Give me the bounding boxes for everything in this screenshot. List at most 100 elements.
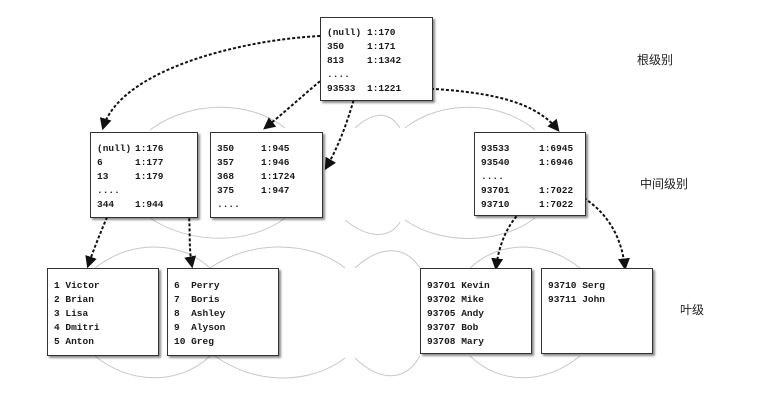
sibling-arc [469, 355, 581, 379]
page-pointer: 1:944 [135, 199, 164, 210]
index-row: 344 1:944 [97, 198, 164, 212]
sibling-links [94, 106, 581, 379]
index-row: 350 1:945 [217, 142, 290, 156]
leaf-row: 3 Lisa [54, 308, 89, 319]
sibling-arc [209, 246, 346, 269]
leaf-row: 7 Boris [174, 294, 220, 305]
page-pointer: 1:946 [261, 157, 290, 168]
sibling-arc [344, 219, 401, 235]
sibling-arc [354, 250, 421, 269]
index-row: 13 1:179 [97, 170, 164, 184]
pointer-arrow [491, 197, 541, 271]
leaf-row: 10 Greg [174, 336, 214, 347]
index-row: 375 1:947 [217, 184, 290, 198]
page-pointer: 1:1724 [261, 171, 296, 182]
index-key: 93533 [481, 143, 510, 154]
page-pointer: 1:1221 [367, 83, 402, 94]
sibling-arc [149, 106, 286, 131]
leaf-row: 93705 Andy [427, 308, 485, 319]
leaf-page: 1 Victor 2 Brian 3 Lisa 4 Dmitri 5 Anton [47, 268, 159, 356]
index-key: 93540 [481, 157, 510, 168]
index-row: 93701 1:7022 [481, 184, 573, 198]
index-key: 6 [97, 157, 103, 168]
index-row: 357 1:946 [217, 156, 290, 170]
index-key: 357 [217, 157, 235, 168]
page-pointer: 1:176 [135, 143, 164, 154]
sibling-arc [404, 217, 536, 239]
page-pointer: 1:177 [135, 157, 164, 168]
page-pointer: 1:170 [367, 27, 396, 38]
index-key: 13 [97, 171, 109, 182]
intermediate-level-label: 中间级别 [640, 177, 689, 191]
index-key: .... [97, 185, 120, 196]
pointer-arrow [99, 35, 321, 131]
index-row: 6 1:177 [97, 156, 164, 170]
index-key: (null) [97, 143, 132, 154]
index-row: 93533 1:1221 [327, 82, 401, 96]
leaf-page: 6 Perry 7 Boris 8 Ashley 9 Alyson 10 Gre… [167, 268, 279, 356]
page-pointer: 1:6945 [539, 143, 574, 154]
leaf-row: 1 Victor [54, 280, 100, 291]
index-key: (null) [327, 27, 362, 38]
index-row: .... [217, 198, 261, 212]
intermediate-page: 350 1:945 357 1:946 368 1:1724 375 1:947 ...… [210, 132, 323, 218]
index-key: 350 [217, 143, 235, 154]
leaf-row: 93707 Bob [427, 322, 479, 333]
root-level-label: 根级别 [637, 53, 674, 67]
pointer-arrow [583, 197, 630, 271]
leaf-page: 93701 Kevin 93702 Mike 93705 Andy 93707 … [420, 268, 532, 354]
leaf-row: 6 Perry [174, 280, 220, 291]
pointer-arrow [324, 61, 365, 171]
root-page: (null) 1:170 350 1:171 813 1:1342 .... 9353… [320, 17, 433, 101]
leaf-level-label: 叶级 [680, 303, 705, 317]
sibling-arc [94, 355, 211, 379]
leaf-row: 93701 Kevin [427, 280, 490, 291]
index-key: .... [327, 69, 350, 80]
leaf-row: 8 Ashley [174, 308, 226, 319]
sibling-arc [94, 246, 211, 269]
page-pointer: 1:7022 [539, 185, 574, 196]
leaf-row: 2 Brian [54, 294, 94, 305]
leaf-row: 9 Alyson [174, 322, 226, 333]
sibling-arc [404, 106, 536, 131]
index-row: .... [97, 184, 135, 198]
sibling-arc [354, 114, 401, 129]
index-key: 813 [327, 55, 345, 66]
page-pointer: 1:179 [135, 171, 164, 182]
leaf-row: 93711 John [548, 294, 606, 305]
intermediate-page: 93533 1:6945 93540 1:6946 .... 93701 1:7022… [474, 132, 586, 216]
leaf-page: 93710 Serg 93711 John [541, 268, 653, 354]
index-key: 368 [217, 171, 235, 182]
index-row: .... [327, 68, 367, 82]
index-key: .... [217, 199, 240, 210]
index-key: 93701 [481, 185, 510, 196]
leaf-row: 93708 Mary [427, 336, 485, 347]
page-pointer: 1:6946 [539, 157, 574, 168]
page-pointer: 1:1342 [367, 55, 402, 66]
page-pointer: 1:171 [367, 41, 396, 52]
index-row: 93540 1:6946 [481, 156, 573, 170]
sibling-arc [354, 355, 421, 377]
page-pointer: 1:945 [261, 143, 290, 154]
page-pointer: 1:947 [261, 185, 290, 196]
index-key: 344 [97, 199, 115, 210]
index-row: 93533 1:6945 [481, 142, 573, 156]
index-key: .... [481, 171, 504, 182]
index-row: 368 1:1724 [217, 170, 295, 184]
sibling-arc [149, 217, 286, 239]
index-row: .... [481, 170, 539, 184]
sibling-arc [214, 355, 346, 379]
index-key: 93533 [327, 83, 356, 94]
leaf-row: 5 Anton [54, 336, 94, 347]
index-key: 350 [327, 41, 345, 52]
intermediate-page: (null)1:176 6 1:177 13 1:179 .... 344 1:944 [90, 132, 198, 218]
leaf-row: 4 Dmitri [54, 322, 100, 333]
index-row: (null)1:176 [97, 142, 164, 156]
index-key: 93710 [481, 199, 510, 210]
leaf-row: 93710 Serg [548, 280, 606, 291]
index-row: 813 1:1342 [327, 54, 401, 68]
index-row: 350 1:171 [327, 40, 396, 54]
index-key: 375 [217, 185, 235, 196]
